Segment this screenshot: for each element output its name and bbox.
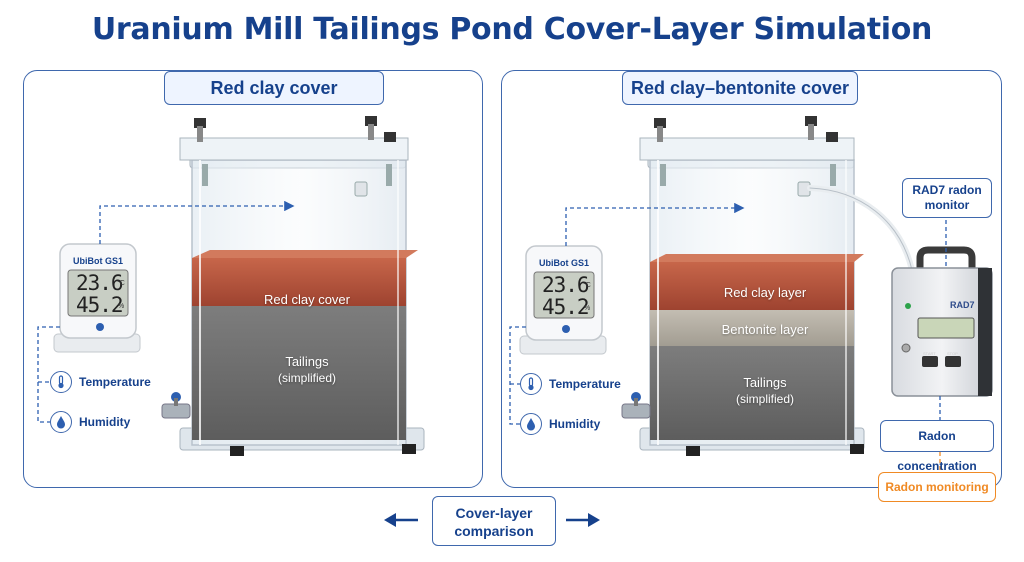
left-sensor-humidity: 45.2 bbox=[76, 293, 124, 317]
left-sensor-hum-unit: % bbox=[118, 303, 125, 310]
rad7-start-label: START bbox=[923, 351, 936, 356]
left-sensor-device bbox=[53, 243, 141, 353]
left-tailings-layer bbox=[192, 306, 406, 440]
rad7-device bbox=[891, 246, 993, 397]
left-panel-tag: Red clay cover bbox=[164, 71, 384, 105]
right-panel-tag: Red clay–bentonite cover bbox=[622, 71, 858, 105]
right-tailings-label: Tailings (simplified) bbox=[735, 375, 794, 406]
rad7-monitor-label: RAD7 radon monitor bbox=[902, 178, 992, 218]
right-bentonite-layer bbox=[650, 310, 854, 346]
right-sensor-humidity: 45.2 bbox=[542, 295, 590, 319]
left-sensor-temperature: 23.6 bbox=[76, 271, 124, 295]
right-clay-layer bbox=[650, 262, 854, 310]
thermometer-icon bbox=[520, 373, 542, 395]
rad7-brand-text: RAD7 bbox=[950, 300, 975, 310]
water-drop-icon bbox=[50, 411, 72, 433]
thermometer-icon bbox=[50, 371, 72, 393]
left-temperature-legend: Temperature bbox=[50, 371, 151, 393]
right-sensor-temperature: 23.6 bbox=[542, 273, 590, 297]
right-temperature-legend: Temperature bbox=[520, 373, 621, 395]
rad7-stop-label: STOP bbox=[947, 351, 958, 356]
cover-layer-comparison-label: Cover-layer comparison bbox=[432, 496, 556, 546]
left-sensor-temp-unit: °C bbox=[117, 280, 125, 287]
left-clay-label: Red clay cover bbox=[264, 292, 350, 307]
right-bentonite-label: Bentonite layer bbox=[721, 322, 809, 337]
right-sensor-name: UbiBot GS1 bbox=[538, 258, 589, 268]
right-sensor-temp-unit: °C bbox=[583, 282, 591, 289]
water-drop-icon bbox=[520, 413, 542, 435]
right-tailings-layer bbox=[650, 346, 854, 440]
radon-concentration-label: Radon concentration bbox=[880, 420, 994, 473]
radon-monitoring-label: Radon monitoring bbox=[878, 472, 996, 502]
right-tank bbox=[621, 116, 918, 456]
left-tank bbox=[161, 116, 425, 456]
right-sensor-device bbox=[519, 245, 607, 355]
right-humidity-legend: Humidity bbox=[520, 413, 600, 435]
right-clay-label: Red clay layer bbox=[723, 285, 807, 300]
left-clay-layer bbox=[192, 258, 406, 306]
comparison-arrows bbox=[384, 513, 600, 527]
left-tailings-label: Tailings (simplified) bbox=[277, 354, 336, 385]
page-title: Uranium Mill Tailings Pond Cover-Layer S… bbox=[91, 12, 933, 47]
left-humidity-legend: Humidity bbox=[50, 411, 130, 433]
right-sensor-hum-unit: % bbox=[584, 305, 591, 312]
left-sensor-name: UbiBot GS1 bbox=[72, 256, 123, 266]
